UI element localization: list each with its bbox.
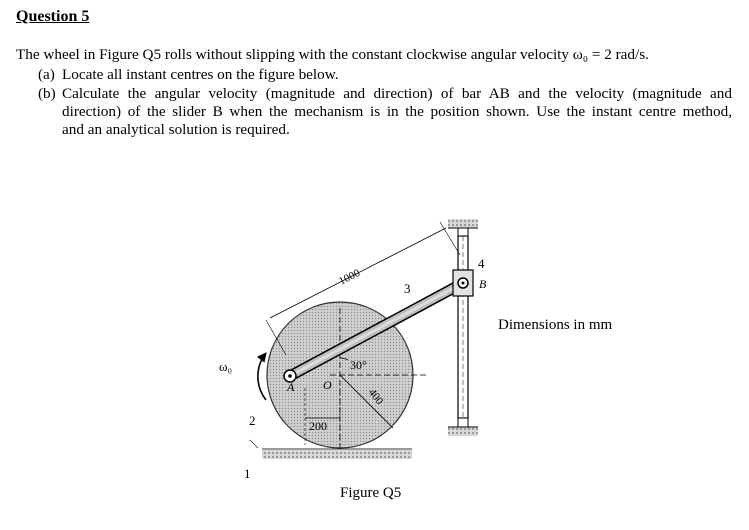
- dim-200-label: 200: [309, 419, 327, 433]
- point-o-label: O: [323, 378, 332, 392]
- part-b-line3: and an analytical solution is required.: [62, 121, 290, 138]
- dimensions-note: Dimensions in mm: [498, 317, 613, 333]
- rail-support-bottom: [448, 427, 478, 436]
- point-b-label: B: [479, 277, 487, 291]
- link-3-label: 3: [404, 281, 411, 296]
- radius-dim-line: [339, 374, 394, 429]
- angle-label: 30°: [350, 358, 367, 372]
- part-b-line2: direction) of the slider B when the mech…: [62, 103, 732, 120]
- link-4-label: 4: [478, 256, 485, 271]
- part-a-label: (a): [38, 66, 55, 83]
- part-b-line1: Calculate the angular velocity (magnitud…: [62, 85, 732, 102]
- omega-arrow: [256, 352, 267, 401]
- point-a-label: A: [286, 380, 295, 394]
- omega-label: ω₀: [219, 359, 232, 374]
- dim-1000-label: 1000: [337, 267, 362, 288]
- part-a-text: Locate all instant centres on the figure…: [62, 66, 339, 83]
- question-title: Question 5: [16, 8, 90, 25]
- part-b-label: (b): [38, 85, 56, 102]
- ground: [262, 450, 412, 459]
- figure-caption: Figure Q5: [340, 485, 402, 501]
- rail-support-top: [448, 219, 478, 228]
- dim-1000-line: [269, 227, 447, 319]
- link-2-label: 2: [249, 413, 256, 428]
- link-1-label: 1: [244, 466, 251, 481]
- angle-arc: [339, 357, 349, 361]
- question-intro: The wheel in Figure Q5 rolls without sli…: [16, 46, 649, 63]
